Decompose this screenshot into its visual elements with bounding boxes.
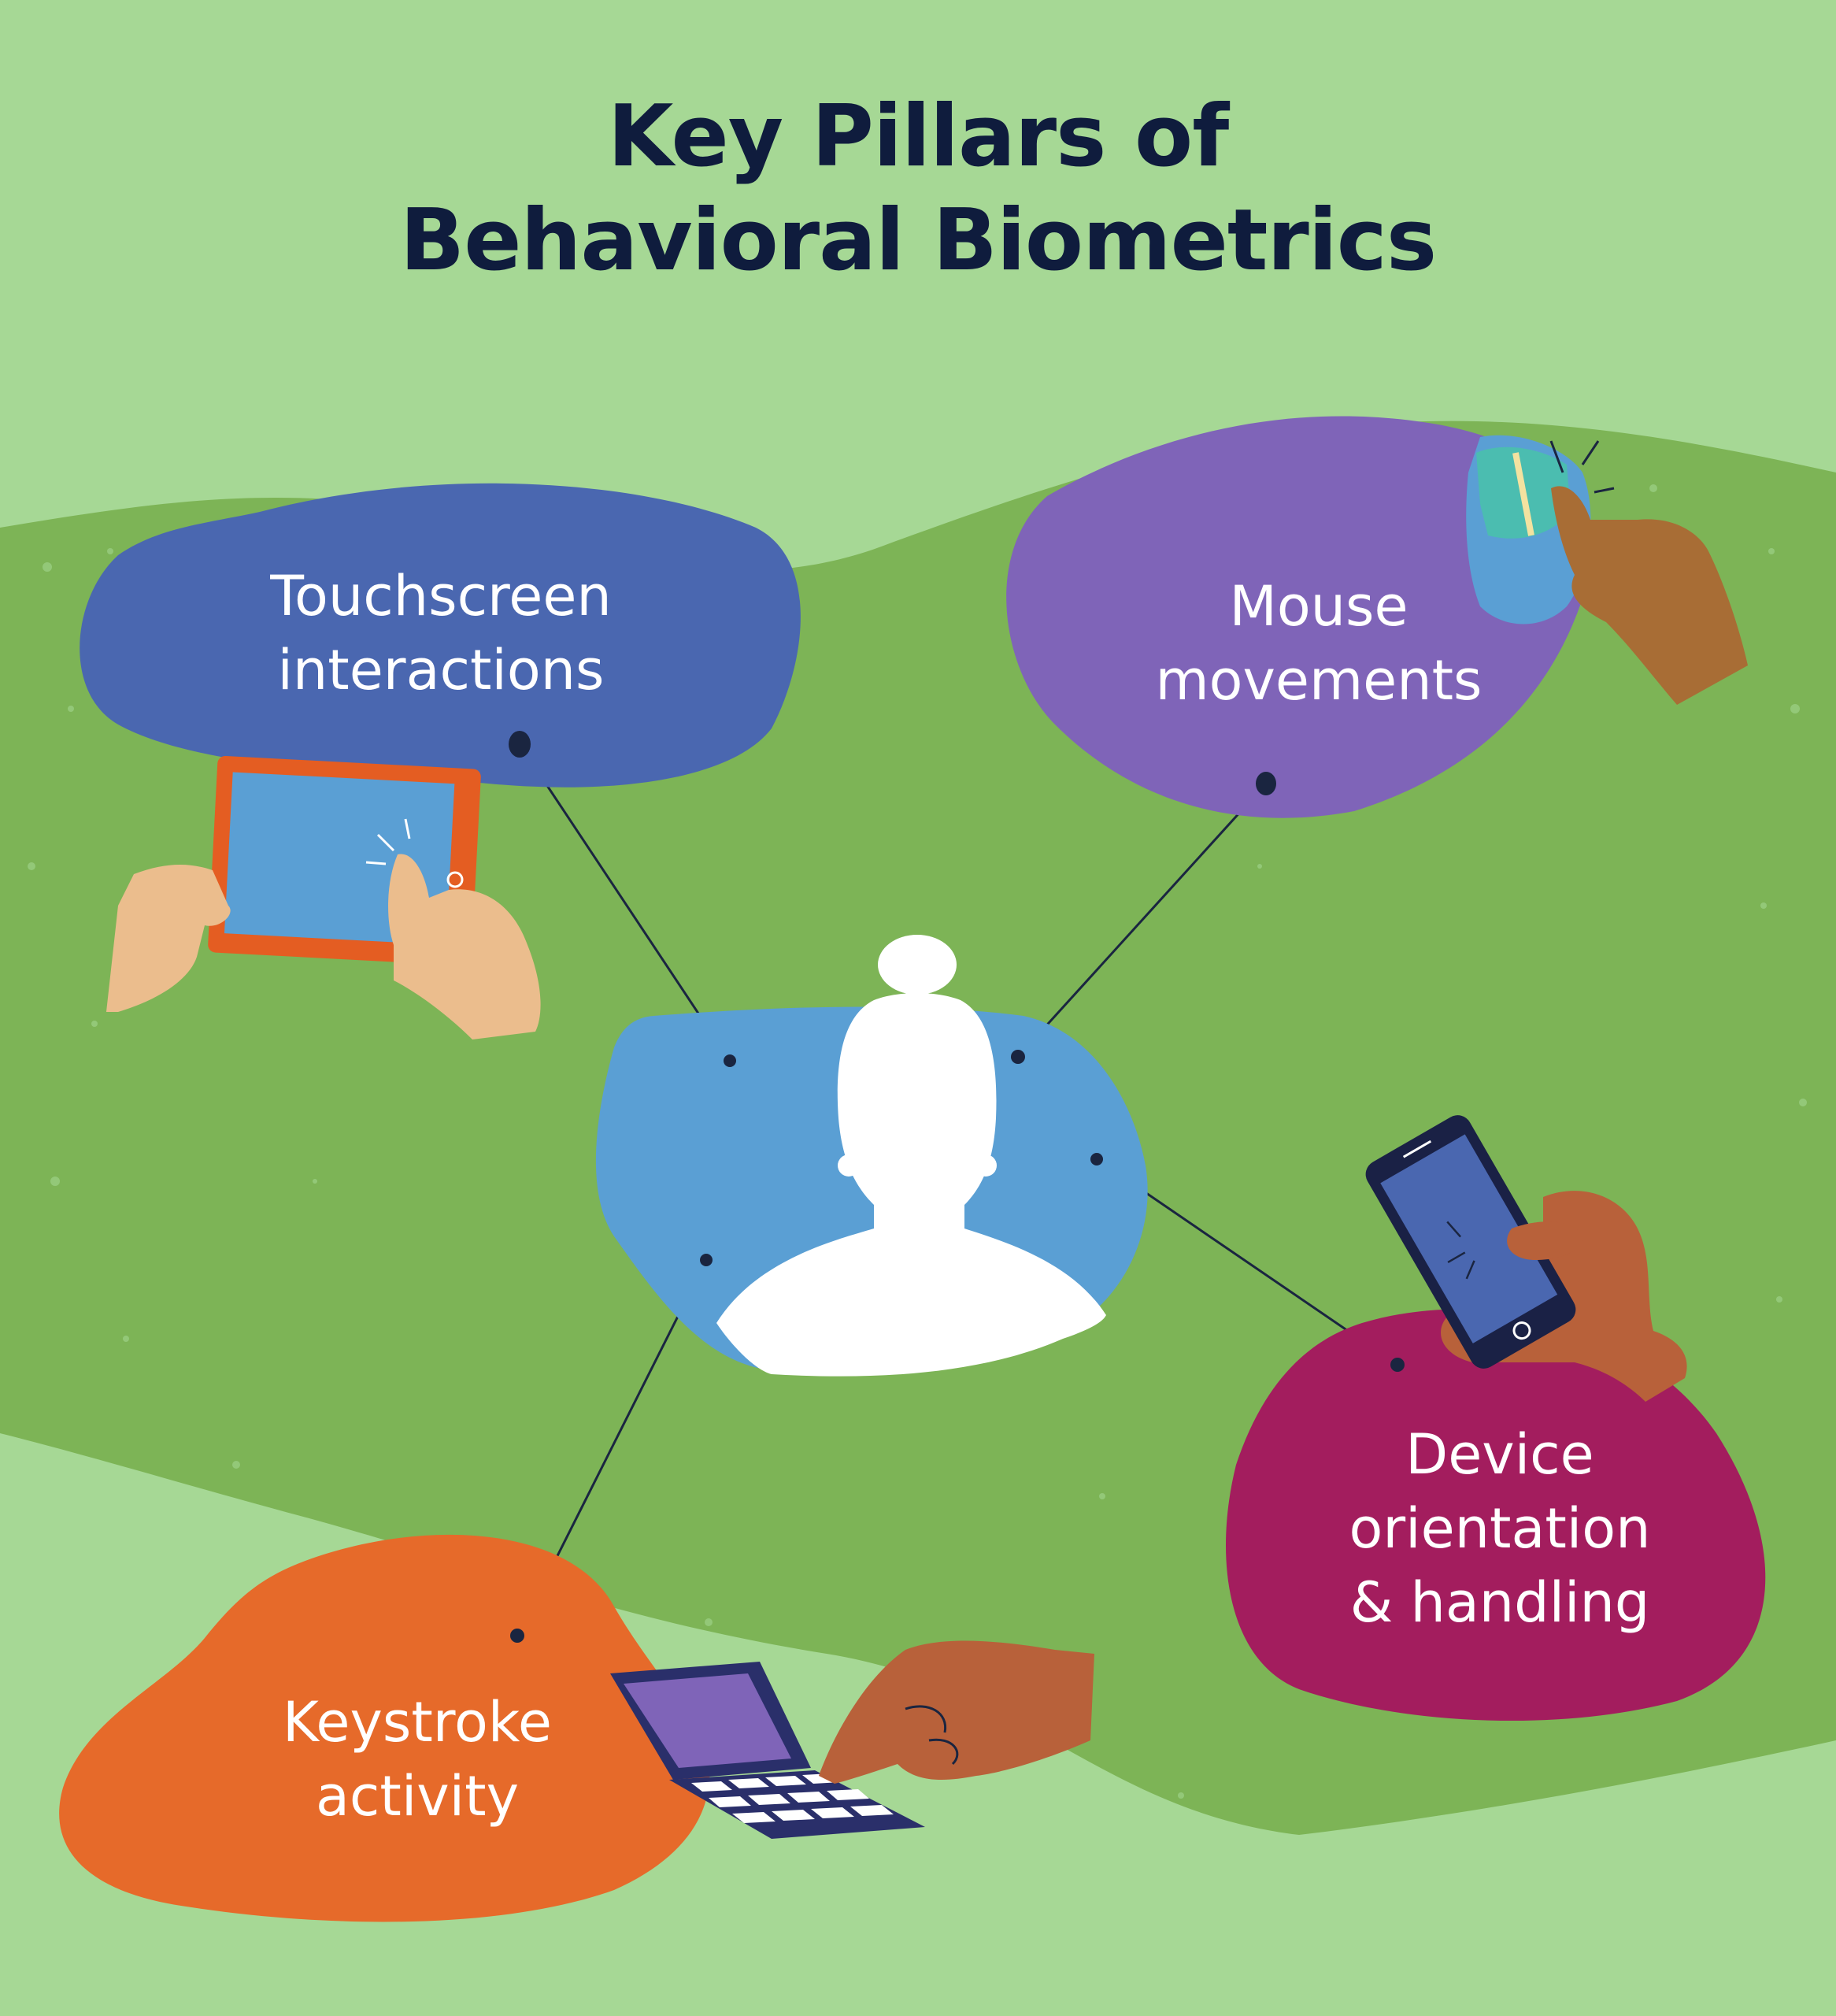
title-line-1: Key Pillars of — [607, 87, 1229, 186]
person-silhouette-icon — [716, 935, 1106, 1377]
connector-touchscreen — [518, 743, 731, 1062]
device-blob — [1225, 1309, 1766, 1721]
mouse-hand-icon — [1466, 435, 1748, 705]
mouse-label-line-1: Mouse — [1229, 574, 1408, 639]
mouse-blob — [1006, 416, 1590, 818]
connector-dots — [509, 731, 1405, 1643]
keystroke-blob — [59, 1534, 710, 1922]
touchscreen-label: Touchscreen interactions — [201, 559, 681, 707]
device-label: Device orientation & handling — [1275, 1418, 1724, 1640]
keystroke-label-line-2: activity — [315, 1764, 520, 1829]
touchscreen-blob — [80, 483, 801, 788]
device-label-line-3: & handling — [1349, 1570, 1650, 1635]
mouse-label-line-2: movements — [1155, 648, 1482, 713]
phone-in-hand-icon — [1365, 1115, 1687, 1402]
title-line-2: Behavioral Biometrics — [399, 191, 1437, 290]
keyboard-typing-icon — [610, 1640, 1094, 1839]
mouse-label: Mouse movements — [1090, 569, 1547, 717]
connector-mouse — [1016, 782, 1268, 1058]
touchscreen-label-line-1: Touchscreen — [270, 564, 612, 628]
tablet-in-hands-icon — [106, 755, 541, 1040]
page-title: Key Pillars of Behavioral Biometrics — [0, 85, 1836, 293]
keystroke-label-line-1: Keystroke — [282, 1690, 552, 1755]
device-label-line-2: orientation — [1349, 1496, 1651, 1561]
keystroke-label: Keystroke activity — [197, 1685, 638, 1833]
device-label-line-1: Device — [1405, 1422, 1594, 1487]
touchscreen-label-line-2: interactions — [277, 638, 605, 702]
